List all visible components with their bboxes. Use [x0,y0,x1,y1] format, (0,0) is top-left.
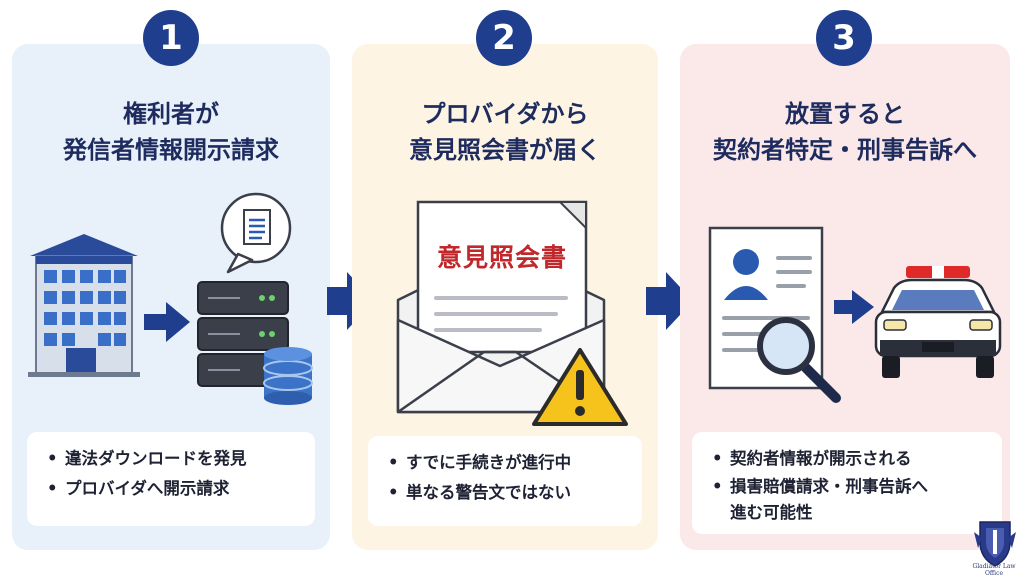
step-3-title-line1: 放置すると [785,100,905,128]
warning-icon [532,348,628,426]
arrow-right-icon [646,272,693,330]
step-2-title-line1: プロバイダから [421,100,589,128]
step-2-title-line2: 意見照会書が届く [409,136,601,164]
police-car-icon [874,266,1002,378]
step-1-title: 権利者が 発信者情報開示請求 [11,96,331,168]
step-3-bullet-2-line2: 進む可能性 [730,503,813,522]
document-label: 意見照会書 [436,243,567,272]
step-1-title-line1: 権利者が [123,100,219,128]
step-2-bullet-1: すでに手続きが進行中 [386,448,624,478]
step-3-bullet-2: 損害賠償請求・刑事告訴へ 進む可能性 [710,474,984,526]
step-3-title-line2: 契約者特定・刑事告訴へ [713,136,977,164]
step-2-title: プロバイダから 意見照会書が届く [345,96,665,168]
document-bubble-icon [220,192,292,274]
arrow-right-icon [144,302,190,342]
step-1-bullet-2: プロバイダへ開示請求 [45,474,297,504]
step-3-bullet-2-line1: 損害賠償請求・刑事告訴へ [730,477,928,496]
magnifier-icon [757,317,841,403]
step-3-title: 放置すると 契約者特定・刑事告訴へ [685,96,1005,168]
arrow-right-icon [834,290,874,324]
building-icon [28,234,140,377]
step-1-title-line2: 発信者情報開示請求 [63,136,279,164]
database-icon [263,347,313,405]
step-2-number-badge: 2 [476,10,532,66]
law-office-logo [974,521,1016,567]
step-1-number-badge: 1 [143,10,199,66]
step-3-bullet-1: 契約者情報が開示される [710,444,984,474]
step-2-bullet-2: 単なる警告文ではない [386,478,624,508]
law-office-logo-text: Gladiator Law Office [972,563,1016,576]
step-3-bullet-box: 契約者情報が開示される 損害賠償請求・刑事告訴へ 進む可能性 [692,432,1002,534]
step-1-bullet-1: 違法ダウンロードを発見 [45,444,297,474]
step-1-bullet-box: 違法ダウンロードを発見 プロバイダへ開示請求 [27,432,315,526]
step-3-number-badge: 3 [816,10,872,66]
step-2-bullet-box: すでに手続きが進行中 単なる警告文ではない [368,436,642,526]
